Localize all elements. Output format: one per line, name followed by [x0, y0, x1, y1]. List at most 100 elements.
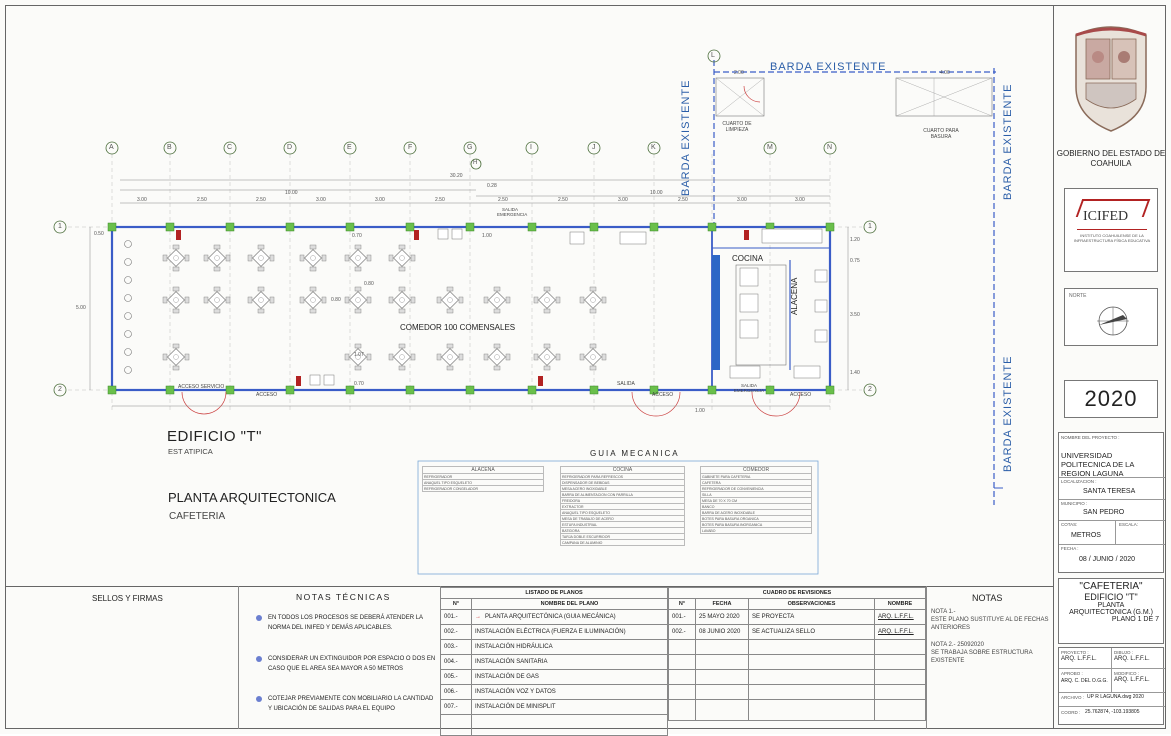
dim-top: 2.50 [256, 197, 266, 203]
cotas-value: METROS [1071, 532, 1101, 539]
icifed-name: ICIFED [1083, 209, 1129, 224]
cuarto-limpieza-label: CUARTO DE LIMPIEZA [722, 121, 752, 133]
rev-fecha: 08 JUNIO 2020 [695, 624, 749, 640]
table-row: 001.- 25 MAYO 2020 SE PROYECTA ARQ. L.F.… [668, 609, 926, 625]
dim-top: 2.50 [197, 197, 207, 203]
dim-total-1: 30.20 [450, 173, 463, 179]
guia-alacena: ALACENA REFRIGERADOR ANAQUEL TIPO ESQUEL… [422, 466, 544, 492]
salida-emergencia-bottom-label: SALIDA EMERGENCIA [733, 383, 765, 393]
listado-num: 006.- [440, 684, 472, 700]
axis-g: G [467, 144, 473, 151]
listado-name: INSTALACIÓN HIDRÁULICA [471, 639, 668, 655]
year-box: 2020 [1064, 380, 1158, 418]
tables [162, 244, 607, 371]
rev-obs: SE PROYECTA [748, 609, 875, 625]
listado-num: 001.- [440, 609, 472, 625]
listado-name: INSTALACIÓN SANITARIA [471, 654, 668, 670]
gobierno-label: GOBIERNO DEL ESTADO DE COAHUILA [1056, 149, 1166, 168]
table-row: 005.-INSTALACIÓN DE GAS [440, 669, 668, 685]
guia-comedor-title: COMEDOR [700, 466, 812, 474]
dim-interior: 0.70 [354, 381, 364, 387]
listado-planos: LISTADO DE PLANOS N°NOMBRE DEL PLANO 001… [440, 587, 668, 736]
axis-2-left: 2 [58, 386, 62, 393]
barda-right-lower-label: BARDA EXISTENTE [1002, 355, 1014, 472]
dim-top: 3.00 [618, 197, 628, 203]
icifed-logo: ICIFED INSTITUTO COAHUILENSE DE LA INFRA… [1064, 188, 1158, 272]
table-row: 003.-INSTALACIÓN HIDRÁULICA [440, 639, 668, 655]
localidad-label: LOCALIZACION : [1061, 479, 1097, 484]
listado-name: PLANTA ARQUITECTÓNICA (GUIA MECÁNICA) [485, 614, 616, 620]
axis-1-left: 1 [58, 223, 62, 230]
listado-name: INSTALACIÓN VOZ Y DATOS [471, 684, 668, 700]
axis-f: F [408, 144, 413, 151]
municipio-label: MUNICIPIO : [1061, 501, 1088, 506]
bullet-icon [256, 656, 262, 662]
aprobo-label: APROBO : [1061, 671, 1083, 676]
dim-top: 2.50 [678, 197, 688, 203]
dim-interior: 1.00 [695, 408, 705, 414]
icifed-sub: INSTITUTO COAHUILENSE DE LA INFRAESTRUCT… [1073, 233, 1151, 243]
north-arrow-box: NORTE [1064, 288, 1158, 346]
dim-barda: 4.00 [940, 70, 950, 76]
nota2-text: SE TRABAJA SOBRE ESTRUCTURA EXISTENTE [931, 650, 1033, 664]
listado-header: NOMBRE DEL PLANO [471, 598, 668, 610]
sellos-firmas: SELLOS Y FIRMAS [92, 594, 163, 603]
dim-interior: 0.80 [364, 281, 374, 287]
divider [926, 586, 927, 729]
dim-top: 2.50 [558, 197, 568, 203]
floor-plan [53, 49, 1003, 575]
guia-row: REFRIGERADOR CONGELADOR [422, 485, 544, 492]
dim-interior: 1.07 [354, 352, 364, 358]
dim-top: 2.50 [498, 197, 508, 203]
axis-i: I [530, 144, 532, 151]
axis-b: B [167, 144, 172, 151]
dim-top: 3.00 [375, 197, 385, 203]
salida-label: SALIDA [617, 381, 635, 387]
acceso-label-2: ACCESO [652, 392, 674, 398]
barda-left-label: BARDA EXISTENTE [680, 79, 692, 196]
listado-num: 003.- [440, 639, 472, 655]
rev-num: 002.- [668, 624, 696, 640]
nota-tecnica-1: EN TODOS LOS PROCESOS SE DEBERÁ ATENDER … [256, 613, 438, 633]
dim-small: 0.28 [487, 183, 497, 189]
listado-name: INSTALACIÓN ELÉCTRICA (FUERZA E ILUMINAC… [471, 624, 668, 640]
dibujo-label: DIBUJO : [1114, 650, 1134, 655]
modifico-label: MODIFICO : [1114, 671, 1139, 676]
dim-top: 3.00 [795, 197, 805, 203]
dim-interior: 0.70 [352, 233, 362, 239]
axis-j: J [592, 144, 596, 151]
fecha-value: 08 / JUNIO / 2020 [1079, 556, 1136, 563]
barda-top-label: BARDA EXISTENTE [770, 61, 887, 73]
nota-tecnica-2: CONSIDERAR UN EXTINGUIDOR POR ESPACIO O … [256, 654, 438, 674]
year-label: 2020 [1084, 386, 1138, 411]
dim-top: 3.00 [737, 197, 747, 203]
nota-tecnica-3: COTEJAR PREVIAMENTE CON MOBILIARIO LA CA… [256, 694, 438, 714]
nota-tecnica-text: CONSIDERAR UN EXTINGUIDOR POR ESPACIO O … [268, 656, 436, 672]
listado-name: INSTALACIÓN DE MINISPLIT [471, 699, 668, 715]
fecha-label: FECHA : [1061, 546, 1079, 551]
municipio-value: SAN PEDRO [1083, 509, 1125, 516]
nota2-title: NOTA 2.- 25092020 [931, 642, 984, 648]
axis-e: E [347, 144, 352, 151]
revisiones-header: FECHA [695, 598, 749, 610]
nota-tecnica-text: EN TODOS LOS PROCESOS SE DEBERÁ ATENDER … [268, 615, 423, 631]
dim-total-3: 10.00 [650, 190, 663, 196]
bullet-icon [256, 696, 262, 702]
dim-total-2: 10.00 [285, 190, 298, 196]
edificio-title: EDIFICIO "T" [167, 428, 262, 445]
dim-left: 0.50 [94, 231, 104, 237]
archivo-value: UP R LAGUNA.dwg 2020 [1087, 694, 1144, 700]
table-row: 002.- 08 JUNIO 2020 SE ACTUALIZA SELLO A… [668, 624, 926, 640]
listado-name: INSTALACIÓN DE GAS [471, 669, 668, 685]
modifico-value: ARQ. L.F.F.L. [1114, 677, 1150, 683]
table-row: 006.-INSTALACIÓN VOZ Y DATOS [440, 684, 668, 700]
revisiones-title: CUADRO DE REVISIONES [668, 587, 926, 599]
guia-title: GUIA MECANICA [590, 449, 680, 458]
revisiones-header: NOMBRE [874, 598, 926, 610]
cuarto-basura-label: CUARTO PARA BASURA [923, 128, 959, 140]
cocina-label: COCINA [732, 254, 764, 263]
guia-row: CAMPANA DE ALUMINIO [560, 539, 685, 546]
dim-top: 3.00 [137, 197, 147, 203]
proyecto-value: UNIVERSIDAD POLITECNICA DE LA REGION LAG… [1061, 451, 1134, 478]
